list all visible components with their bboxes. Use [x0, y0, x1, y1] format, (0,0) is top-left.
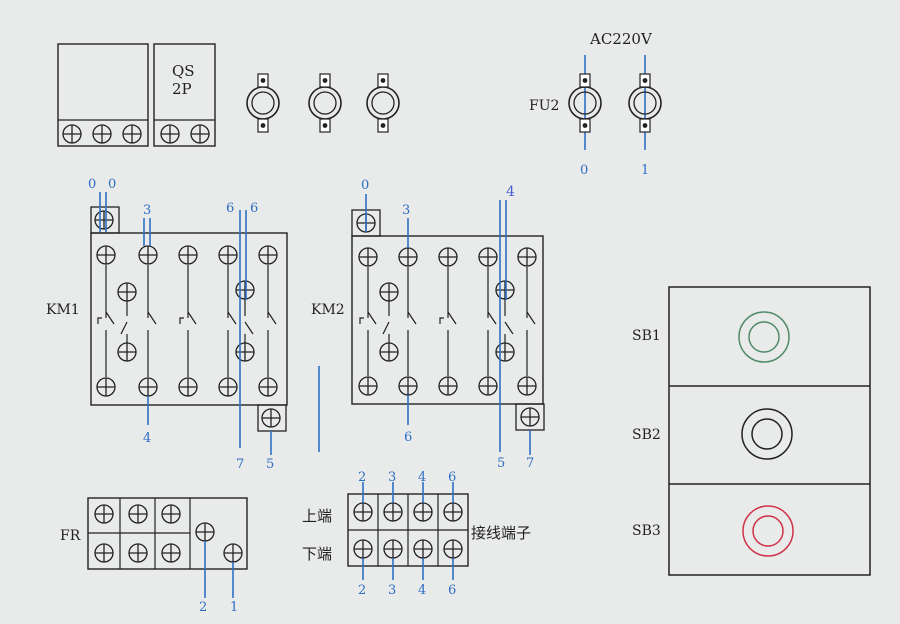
terminal-block: 上端 下端 接线端子 — [302, 493, 531, 567]
wire-number: 7 — [526, 456, 534, 471]
ac-supply-label: AC220V — [589, 30, 653, 48]
sb3-label: SB3 — [632, 523, 661, 539]
wire-number: 1 — [230, 600, 238, 615]
wire-number: 0 — [580, 163, 588, 178]
screw-terminal — [122, 124, 142, 144]
fr-label: FR — [60, 528, 81, 544]
wire-number: 6 — [448, 470, 456, 485]
sb1-label: SB1 — [632, 328, 661, 344]
fuse-holder — [366, 73, 400, 133]
sb2-label: SB2 — [632, 427, 661, 443]
wire-number: 4 — [418, 583, 426, 598]
wire-number: 7 — [236, 457, 244, 472]
sb3-button[interactable] — [742, 505, 794, 557]
wire-number: 6 — [226, 201, 234, 216]
wire-number: 1 — [641, 163, 649, 178]
km1-label: KM1 — [46, 302, 80, 318]
wire-number: 0 — [108, 177, 116, 192]
wire-number: 6 — [404, 430, 412, 445]
wire-number: 3 — [143, 203, 151, 218]
screw-terminal — [190, 124, 210, 144]
wire-number: 3 — [402, 203, 410, 218]
wire-number: 2 — [199, 600, 207, 615]
upper-label: 上端 — [302, 507, 332, 525]
wire-number: 4 — [418, 470, 426, 485]
breaker-block-left — [57, 43, 149, 147]
sb2-button[interactable] — [741, 408, 793, 460]
fr-thermal-relay: FR — [60, 497, 248, 570]
km2-label: KM2 — [311, 302, 345, 318]
fuse-holder — [246, 73, 280, 133]
wire-number: 5 — [497, 456, 505, 471]
wire-number: 2 — [358, 470, 366, 485]
push-button-box: SB1 SB2 SB3 — [632, 286, 871, 576]
wire-number: 0 — [361, 178, 369, 193]
sb1-button[interactable] — [738, 311, 790, 363]
wire-number: 0 — [88, 177, 96, 192]
fuse-holder — [308, 73, 342, 133]
wire-number: 6 — [448, 583, 456, 598]
screw-terminal — [160, 124, 180, 144]
wire-number: 5 — [266, 457, 274, 472]
screw-terminal — [92, 124, 112, 144]
fu2-label: FU2 — [529, 98, 559, 114]
wire-number: 4 — [506, 184, 515, 200]
qs-switch-block: QS 2P — [153, 43, 216, 147]
terminal-block-label: 接线端子 — [471, 524, 531, 542]
wire-number: 4 — [143, 431, 151, 446]
wire-number: 2 — [358, 583, 366, 598]
lower-label: 下端 — [302, 545, 332, 563]
wire-number: 3 — [388, 470, 396, 485]
qs-label: QS — [172, 62, 195, 80]
qs-type-label: 2P — [172, 80, 192, 98]
wire-number: 6 — [250, 201, 258, 216]
screw-terminal — [62, 124, 82, 144]
wire-number: 3 — [388, 583, 396, 598]
km1-contactor: KM1 — [46, 206, 288, 432]
km2-contactor: KM2 — [311, 209, 545, 431]
